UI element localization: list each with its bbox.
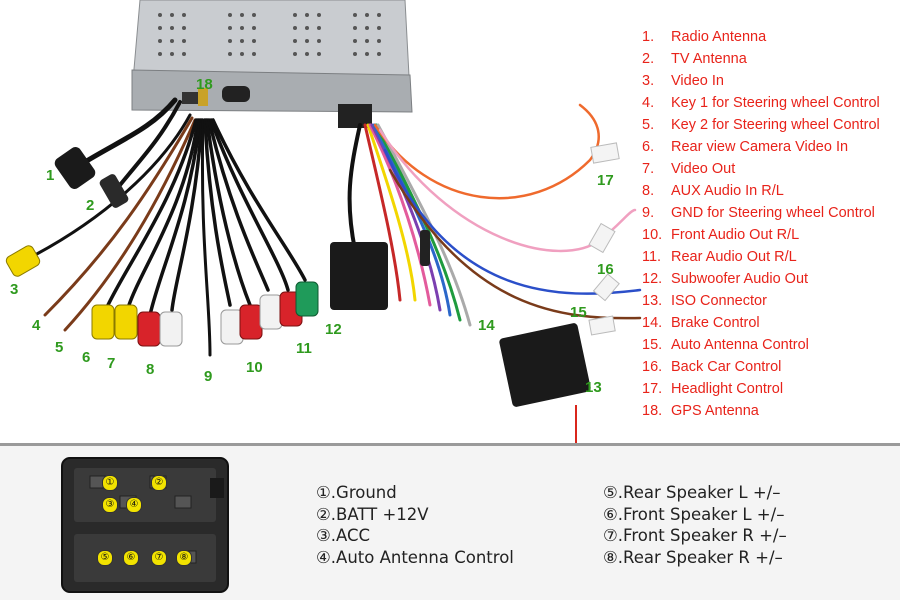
callout-12: 12 [325,321,342,338]
pin-marker-7: ⑦ [151,550,167,566]
callout-15: 15 [570,304,587,321]
callout-8: 8 [146,361,155,378]
callout-14: 14 [478,317,495,334]
legend-item: 16.Back Car Control [642,359,782,375]
callout-10: 10 [246,359,263,376]
pin-marker-5: ⑤ [97,550,113,566]
callout-17: 17 [597,172,614,189]
legend-item: 4.Key 1 for Steering wheel Control [642,95,880,111]
callout-9: 9 [204,368,213,385]
pinout-list-left: ①.Ground ②.BATT +12V ③.ACC ④.Auto Antenn… [316,482,514,568]
pin-marker-4: ④ [126,497,142,513]
legend-item: 9.GND for Steering wheel Control [642,205,875,221]
callout-11: 11 [296,340,312,357]
pinout-item: ⑦.Front Speaker R +/– [603,526,787,545]
callout-3: 3 [10,281,19,298]
legend-item: 18.GPS Antenna [642,403,759,419]
arrow-down-icon [575,405,577,445]
pin-marker-3: ③ [102,497,118,513]
pinout-list-right: ⑤.Rear Speaker L +/– ⑥.Front Speaker L +… [603,482,787,568]
pin-marker-2: ② [151,475,167,491]
legend-item: 7.Video Out [642,161,736,177]
legend-item: 3.Video In [642,73,724,89]
callout-13: 13 [585,379,602,396]
legend-item: 13.ISO Connector [642,293,767,309]
callout-7: 7 [107,355,116,372]
harness-photo-panel: 1 2 3 4 5 6 7 8 9 10 11 12 13 14 15 16 1… [5,0,880,445]
wire-harness [33,97,642,357]
iso-connector-face [61,457,229,593]
legend-item: 11.Rear Audio Out R/L [642,249,797,265]
rca-plugs [5,147,319,347]
legend-item: 10.Front Audio Out R/L [642,227,800,243]
legend-item: 2.TV Antenna [642,51,747,67]
legend-item: 1.Radio Antenna [642,29,767,45]
wire-tags [588,142,620,336]
pinout-item: ②.BATT +12V [316,504,429,524]
pin-marker-8: ⑧ [176,550,192,566]
callout-2: 2 [86,197,95,214]
callout-16: 16 [597,261,614,278]
callout-4: 4 [32,317,41,334]
legend-item: 14.Brake Control [642,315,760,331]
harness-legend: 1.Radio Antenna 2.TV Antenna 3.Video In … [642,26,880,422]
iso-pinout-panel: ① ② ③ ④ ⑤ ⑥ ⑦ ⑧ [0,446,900,600]
legend-item: 8.AUX Audio In R/L [642,183,784,199]
legend-item: 12.Subwoofer Audio Out [642,271,809,287]
pinout-item: ⑤.Rear Speaker L +/– [603,483,781,502]
legend-item: 5.Key 2 for Steering wheel Control [642,117,880,133]
callout-18: 18 [196,76,213,93]
pinout-item: ⑧.Rear Speaker R +/– [603,547,783,567]
callout-6: 6 [82,349,91,366]
legend-item: 15.Auto Antenna Control [642,337,809,353]
pin-marker-6: ⑥ [123,550,139,566]
panel-divider [0,443,900,446]
callout-1: 1 [46,167,55,184]
callout-5: 5 [55,339,64,356]
pinout-item: ①.Ground [316,483,397,502]
iso-connector [330,230,591,407]
legend-item: 6.Rear view Camera Video In [642,139,849,155]
radio-unit-chassis [131,0,413,128]
harness-photo [5,0,642,445]
pin-marker-1: ① [102,475,118,491]
pinout-item: ④.Auto Antenna Control [316,547,514,567]
legend-item: 17.Headlight Control [642,381,784,397]
pinout-item: ⑥.Front Speaker L +/– [603,504,785,524]
pinout-item: ③.ACC [316,526,371,545]
